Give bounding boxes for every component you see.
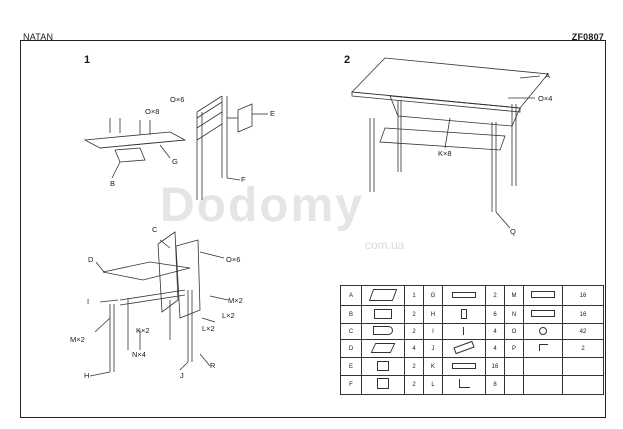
- part-icon: [361, 305, 405, 325]
- label-kx2: K×2: [136, 326, 150, 335]
- part-qty: 16: [562, 305, 604, 325]
- part-icon: [442, 284, 486, 307]
- part-icon: [442, 305, 486, 325]
- label-i: I: [87, 297, 90, 306]
- label-d: D: [88, 255, 94, 264]
- part-icon: [523, 323, 563, 341]
- label-ox8: O×8: [145, 107, 160, 116]
- step2-table: [351, 57, 549, 229]
- part-icon: [361, 374, 405, 396]
- part-icon: [523, 339, 563, 359]
- label-ox6: O×6: [226, 255, 241, 264]
- step1-shelf: [83, 118, 187, 179]
- part-qty: 2: [404, 357, 424, 376]
- part-qty: [562, 374, 604, 396]
- label-mx2-left: M×2: [70, 335, 85, 344]
- part-letter: H: [423, 305, 443, 325]
- table-row: F 2 L 8: [340, 374, 604, 396]
- label-ox4: O×4: [538, 94, 553, 103]
- product-name: NATAN: [23, 32, 54, 42]
- label-mx2-right: M×2: [228, 296, 243, 305]
- part-icon: [523, 284, 563, 307]
- label-nx4: N×4: [132, 350, 146, 359]
- label-g: G: [172, 157, 178, 166]
- part-icon: [442, 323, 486, 341]
- table-row: A 1 G 2 M 16: [340, 284, 604, 307]
- part-icon: [442, 357, 486, 376]
- table-row: D 4 J 4 P 2: [340, 339, 604, 359]
- part-qty: 2: [404, 305, 424, 325]
- part-letter: C: [340, 323, 362, 341]
- diagram-frame: [20, 40, 606, 418]
- part-letter: K: [423, 357, 443, 376]
- part-qty: 2: [404, 323, 424, 341]
- part-icon: [361, 284, 405, 307]
- part-icon: [523, 357, 563, 376]
- part-letter: N: [504, 305, 524, 325]
- part-qty: 6: [485, 305, 505, 325]
- step1-leg-frame: [196, 95, 268, 200]
- part-letter: M: [504, 284, 524, 307]
- part-qty: 42: [562, 323, 604, 341]
- part-icon: [361, 323, 405, 341]
- part-letter: G: [423, 284, 443, 307]
- part-qty: 4: [485, 323, 505, 341]
- product-code: ZF0807: [571, 32, 604, 42]
- label-q: Q: [510, 227, 516, 236]
- label-lx2: L×2: [222, 311, 235, 320]
- part-letter: J: [423, 339, 443, 359]
- part-qty: 2: [404, 374, 424, 396]
- part-icon: [442, 374, 486, 396]
- label-c: C: [152, 225, 158, 234]
- label-a: A: [545, 71, 551, 80]
- part-letter: B: [340, 305, 362, 325]
- label-f: F: [241, 175, 246, 184]
- part-qty: 8: [485, 374, 505, 396]
- label-h: H: [84, 371, 90, 380]
- part-icon: [523, 305, 563, 325]
- label-r: R: [210, 361, 216, 370]
- part-qty: 2: [485, 284, 505, 307]
- part-letter: [504, 374, 524, 396]
- part-qty: 2: [562, 339, 604, 359]
- table-row: B 2 H 6 N 16: [340, 305, 604, 325]
- part-icon: [361, 339, 405, 359]
- label-ox6-top: O×6: [170, 95, 185, 104]
- part-letter: P: [504, 339, 524, 359]
- parts-table: A 1 G 2 M 16 B 2 H 6 N 16 C 2 I 4 O 42 D…: [340, 284, 604, 396]
- step-1-number: 1: [84, 54, 91, 66]
- part-letter: E: [340, 357, 362, 376]
- part-letter: A: [340, 284, 362, 307]
- part-letter: D: [340, 339, 362, 359]
- part-qty: 4: [404, 339, 424, 359]
- label-lx2-b: L×2: [202, 324, 215, 333]
- label-j: J: [180, 371, 184, 380]
- label-e: E: [270, 109, 276, 118]
- step3-chair: [89, 231, 229, 377]
- part-qty: 4: [485, 339, 505, 359]
- part-letter: F: [340, 374, 362, 396]
- part-letter: I: [423, 323, 443, 341]
- part-letter: L: [423, 374, 443, 396]
- table-row: C 2 I 4 O 42: [340, 323, 604, 341]
- watermark: Dodomy: [160, 179, 364, 232]
- label-b: B: [110, 179, 116, 188]
- part-letter: O: [504, 323, 524, 341]
- step-2-number: 2: [344, 54, 351, 66]
- table-row: E 2 K 16: [340, 357, 604, 376]
- part-qty: 1: [404, 284, 424, 307]
- part-icon: [523, 374, 563, 396]
- part-icon: [361, 357, 405, 376]
- part-qty: 16: [485, 357, 505, 376]
- watermark-sub: com.ua: [365, 238, 405, 252]
- part-letter: [504, 357, 524, 376]
- part-qty: 16: [562, 284, 604, 307]
- part-icon: [442, 339, 486, 359]
- label-kx8: K×8: [438, 149, 452, 158]
- part-qty: [562, 357, 604, 376]
